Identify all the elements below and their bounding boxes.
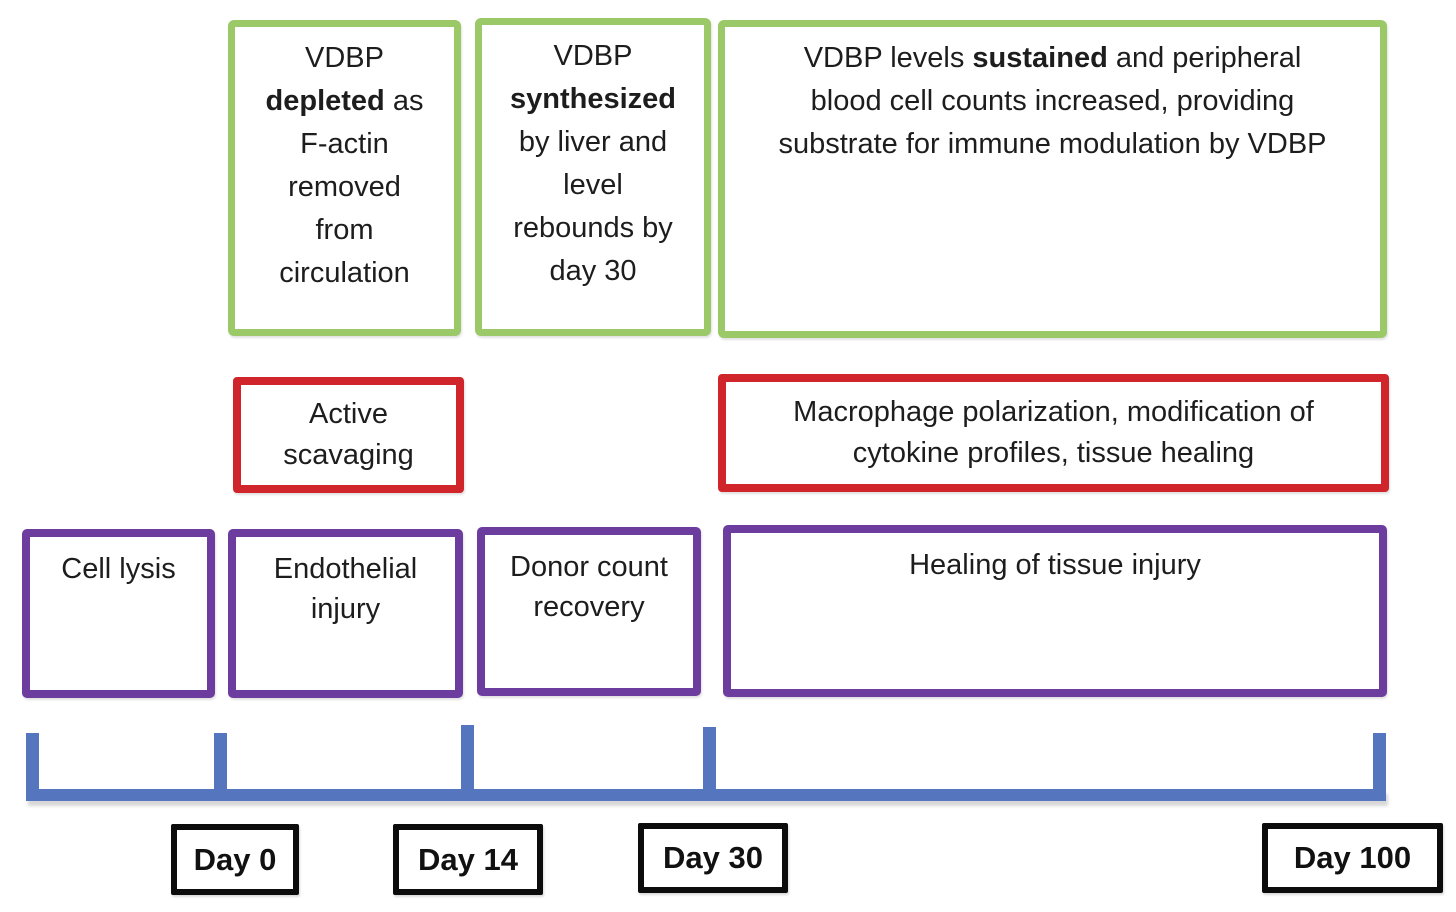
red-box-macrophage-polarization: Macrophage polarization, modification of… xyxy=(718,374,1389,492)
green-box-vdbp-synthesized: VDBP synthesized by liver and level rebo… xyxy=(475,18,711,336)
timeline-tick-day100 xyxy=(1373,733,1386,801)
green-box-vdbp-sustained: VDBP levels sustained and peripheral blo… xyxy=(718,20,1387,338)
timeline-tick-start xyxy=(26,733,39,801)
purple-box-donor-count-recovery: Donor count recovery xyxy=(477,527,701,696)
timeline-tick-day30 xyxy=(703,727,716,801)
day-label-14: Day 14 xyxy=(393,824,543,895)
day-label-100: Day 100 xyxy=(1262,823,1443,893)
timeline-tick-day14 xyxy=(461,725,474,801)
day-label-30: Day 30 xyxy=(638,823,788,893)
red-box-active-scavaging: Active scavaging xyxy=(233,377,464,493)
green-box-vdbp-depleted: VDBP depleted as F-actin removed from ci… xyxy=(228,20,461,336)
purple-box-healing-tissue-injury: Healing of tissue injury xyxy=(723,525,1387,697)
purple-box-cell-lysis: Cell lysis xyxy=(22,529,215,698)
purple-box-endothelial-injury: Endothelial injury xyxy=(228,529,463,698)
day-label-0: Day 0 xyxy=(171,824,299,895)
timeline-tick-day0 xyxy=(214,733,227,801)
timeline-axis-bar xyxy=(26,789,1386,801)
